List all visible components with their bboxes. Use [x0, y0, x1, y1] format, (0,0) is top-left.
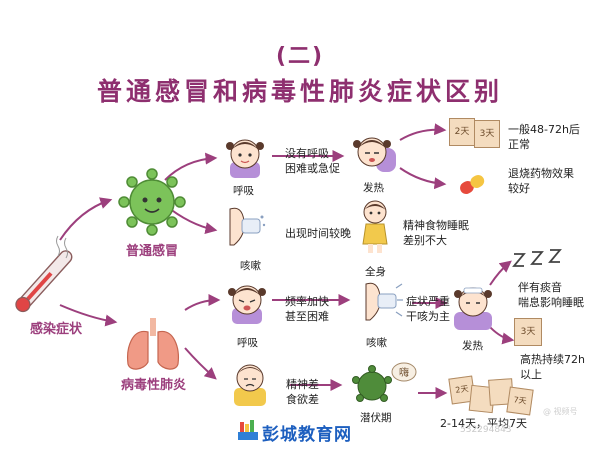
- calendar-2-days: 2天: [449, 118, 475, 146]
- pneumonia-cough-note-1: 症状严重: [406, 295, 450, 308]
- pneumonia-label: 病毒性肺炎: [121, 378, 187, 393]
- cold-label: 普通感冒: [126, 244, 179, 259]
- cold-cough-note: 出现时间较晚: [285, 227, 351, 240]
- arrow-root-to-pneumonia: [59, 304, 118, 327]
- cold-body-note-1: 精神食物睡眠: [403, 219, 469, 232]
- cold-fever-normal-2: 正常: [508, 138, 530, 151]
- arrow-pneumonia-to-spirit: [184, 347, 217, 380]
- watermark-id: 532294843: [460, 425, 512, 435]
- girl-breathing-pneumonia-icon: [228, 285, 266, 324]
- pneumonia-cough-note-2: 干咳为主: [406, 310, 450, 323]
- girl-body-icon: [362, 200, 388, 253]
- cold-body-note-2: 差别不大: [403, 234, 447, 247]
- girl-breathing-icon: [226, 139, 264, 178]
- arrow-fever-to-medicine: [399, 167, 447, 190]
- cold-body-caption: 全身: [365, 266, 386, 278]
- arrow-root-to-cold: [59, 197, 113, 241]
- calendar-7-days-incubation: 7天: [506, 386, 534, 416]
- pneumonia-breathing-note-1: 频率加快: [285, 295, 329, 308]
- incubation-virus-icon: 嗨: [352, 362, 417, 402]
- pneumonia-fever-note-2: 以上: [520, 368, 542, 381]
- pill-icon: [460, 175, 485, 194]
- watermark-tag: @ 视频号: [543, 407, 578, 416]
- incubation-bubble-text: 嗨: [399, 366, 409, 379]
- book-logo-icon: [238, 420, 258, 440]
- cold-breathing-note-1: 没有呼吸: [285, 147, 329, 160]
- incubation-note: 2-14天，平均7天: [440, 417, 527, 430]
- arrow-cold-to-breathing: [164, 152, 218, 181]
- cold-fever-medicine-2: 较好: [508, 182, 530, 195]
- cough-face-icon: [229, 207, 266, 246]
- pneumonia-cough-caption: 咳嗽: [366, 337, 387, 349]
- calendar-3-days-pneumonia: 3天: [514, 318, 542, 346]
- thermometer-icon: [15, 250, 73, 313]
- arrow-fever-to-sleep: [489, 260, 512, 286]
- cold-virus-icon: [118, 168, 186, 236]
- pneumonia-fever-note-1: 高热持续72h: [520, 353, 585, 366]
- arrow-fever-to-calendar: [399, 123, 447, 141]
- cold-breathing-note-2: 困难或急促: [285, 162, 340, 175]
- girl-fever-pneumonia-icon: [454, 287, 492, 330]
- cold-fever-normal-1: 一般48-72h后: [508, 123, 580, 136]
- girl-tired-icon: [234, 364, 266, 406]
- cold-fever-medicine-1: 退烧药物效果: [508, 167, 574, 180]
- pneumonia-spirit-note-2: 食欲差: [286, 393, 319, 406]
- page-title: 普通感冒和病毒性肺炎症状区别: [96, 77, 503, 106]
- pneumonia-sleep-note-1: 伴有痰音: [518, 281, 562, 294]
- cold-fever-caption: 发热: [363, 182, 384, 194]
- cold-breathing-caption: 呼吸: [233, 185, 254, 197]
- incubation-caption: 潜伏期: [360, 412, 392, 424]
- pneumonia-sleep-note-2: 喘息影响睡眠: [518, 296, 584, 309]
- section-number: (二): [275, 44, 325, 69]
- sleep-zzz-icon: [512, 249, 562, 267]
- cold-cough-caption: 咳嗽: [240, 260, 261, 272]
- pneumonia-fever-caption: 发热: [462, 340, 483, 352]
- watermark-brand: 彭城教育网: [262, 425, 352, 445]
- arrow-pneumonia-to-breathing: [184, 294, 221, 311]
- cough-severe-icon: [365, 282, 403, 321]
- girl-fever-icon: [353, 137, 396, 172]
- calendar-3-days: 3天: [474, 120, 500, 148]
- pneumonia-breathing-note-2: 甚至困难: [285, 310, 329, 323]
- root-label: 感染症状: [30, 322, 83, 337]
- pneumonia-spirit-note-1: 精神差: [286, 378, 319, 391]
- lungs-icon: [127, 318, 179, 370]
- pneumonia-breathing-caption: 呼吸: [237, 337, 258, 349]
